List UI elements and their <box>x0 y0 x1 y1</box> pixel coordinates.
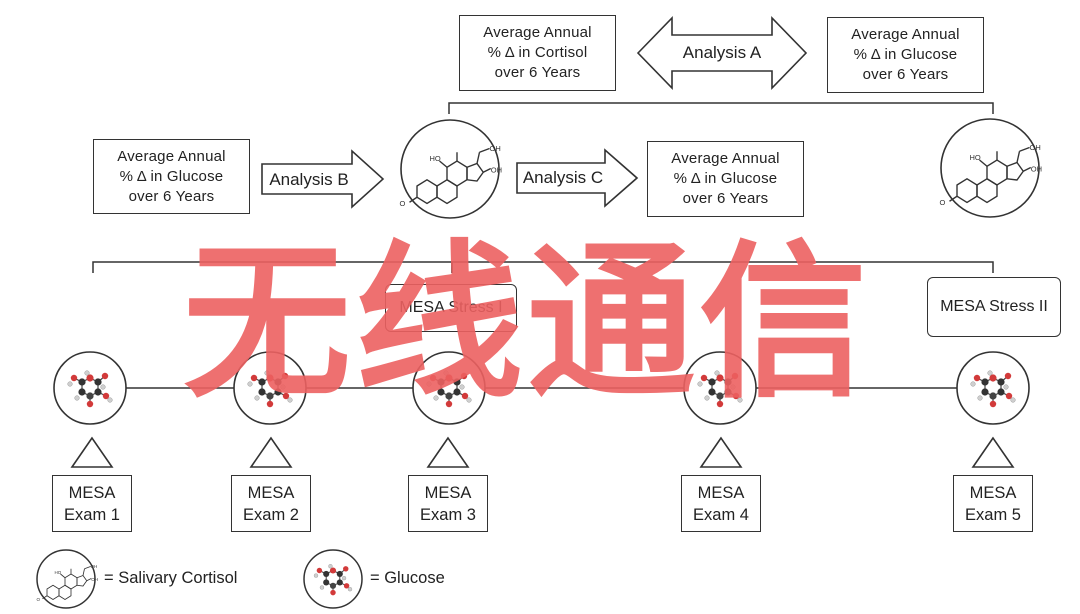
top-brace <box>448 102 994 114</box>
exam-3-box: MESA Exam 3 <box>408 475 488 532</box>
exam-4-box: MESA Exam 4 <box>681 475 761 532</box>
cortisol-molecule-icon <box>938 118 1043 218</box>
exam-3-triangle <box>426 436 470 468</box>
exam-4-triangle <box>699 436 743 468</box>
exam-5-box: MESA Exam 5 <box>953 475 1033 532</box>
cortisol-molecule-icon <box>36 549 99 609</box>
analysis-b-label: Analysis B <box>269 170 349 189</box>
analysis-a-label: Analysis A <box>682 43 762 62</box>
exam-5-triangle <box>971 436 1015 468</box>
glucose-molecule-icon <box>956 351 1030 425</box>
mesa-stress-2-label: MESA Stress II <box>927 277 1061 337</box>
middle-right-glucose-box: Average Annual % Δ in Glucose over 6 Yea… <box>647 141 804 217</box>
analysis-a-double-arrow <box>636 16 808 90</box>
legend-glucose-text: = Glucose <box>370 569 445 587</box>
stress-2-brace <box>451 261 994 273</box>
exam-2-triangle <box>249 436 293 468</box>
exam-2-box: MESA Exam 2 <box>231 475 311 532</box>
watermark-text: 无线通信 <box>183 225 871 421</box>
top-glucose-box: Average Annual % Δ in Glucose over 6 Yea… <box>827 17 984 93</box>
glucose-molecule-icon <box>53 351 127 425</box>
exam-1-triangle <box>70 436 114 468</box>
legend-cortisol-text: = Salivary Cortisol <box>104 569 238 587</box>
glucose-molecule-icon <box>412 351 486 425</box>
analysis-c-arrow <box>516 148 639 208</box>
glucose-molecule-icon <box>303 549 363 609</box>
top-cortisol-box: Average Annual % Δ in Cortisol over 6 Ye… <box>459 15 616 91</box>
cortisol-molecule-icon <box>398 119 503 219</box>
exam-1-box: MESA Exam 1 <box>52 475 132 532</box>
glucose-molecule-icon <box>683 351 757 425</box>
analysis-c-label: Analysis C <box>522 168 604 187</box>
middle-left-glucose-box: Average Annual % Δ in Glucose over 6 Yea… <box>93 139 250 214</box>
analysis-b-arrow <box>261 149 385 209</box>
glucose-molecule-icon <box>233 351 307 425</box>
mesa-stress-1-label: MESA Stress I <box>385 284 517 332</box>
